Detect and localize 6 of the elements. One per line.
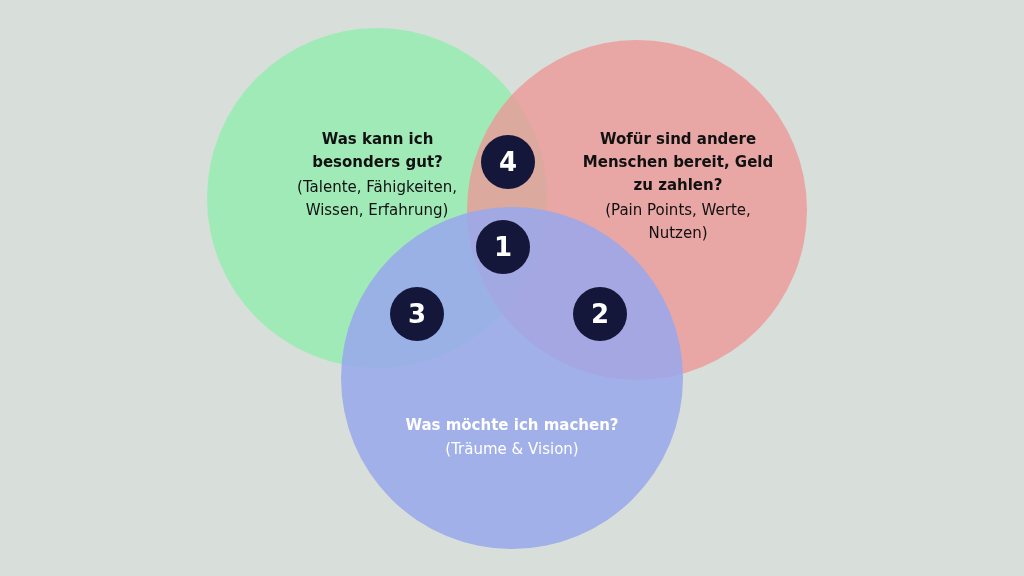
question-heading: Was möchte ich machen? [404,415,620,436]
question-heading: Was kann ich besonders gut? [311,129,444,173]
question-note: (Talente, Fähigkeiten, Wissen, Erfahrung) [296,177,458,221]
question-heading: Wofür sind andere Menschen bereit, Geld zu zahlen? [581,129,775,196]
question-note: (Pain Points, Werte, Nutzen) [604,200,752,244]
question-note: (Träume & Vision) [444,439,580,460]
